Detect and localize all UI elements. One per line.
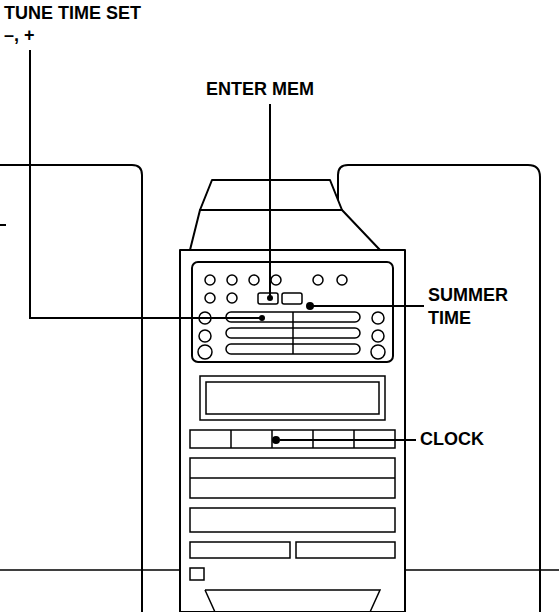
button-label: SUMMER TIME — [428, 284, 546, 331]
knob — [199, 330, 211, 342]
speaker-edge — [0, 224, 6, 226]
cd-tray — [190, 508, 395, 532]
button-label: –, + — [4, 24, 64, 47]
knob — [371, 345, 385, 359]
leader-dot — [259, 315, 265, 321]
unit-top — [190, 210, 380, 250]
button — [205, 275, 215, 285]
lower-panel — [190, 542, 290, 558]
tune-button — [282, 293, 302, 304]
button-label: ENTER MEM — [206, 78, 366, 101]
button-divider — [230, 430, 232, 448]
button-label: CLOCK — [420, 428, 530, 451]
slider-divider — [292, 312, 294, 354]
cassette-deck — [190, 458, 395, 498]
display — [200, 376, 385, 420]
knob — [372, 330, 384, 342]
control-panel — [192, 262, 393, 362]
button — [337, 275, 347, 285]
display-window — [206, 382, 379, 414]
leader-line — [312, 305, 424, 307]
leader-dot — [272, 436, 280, 444]
button — [271, 275, 281, 285]
leader-dot — [306, 302, 314, 310]
knob — [372, 312, 384, 324]
deck-line — [190, 477, 395, 479]
knob — [198, 345, 212, 359]
lower-panel — [296, 542, 395, 558]
unit-base — [205, 590, 380, 612]
unit-body — [180, 250, 405, 612]
leader-dot — [267, 295, 273, 301]
button — [227, 293, 237, 303]
button — [205, 293, 215, 303]
button — [313, 275, 323, 285]
left-speaker — [0, 165, 142, 612]
button — [249, 275, 259, 285]
leader-line — [280, 439, 416, 441]
button — [227, 275, 237, 285]
power-button — [190, 568, 204, 580]
button-label: TUNE TIME SET — [4, 2, 204, 25]
leader-line — [269, 104, 271, 296]
tune-button — [258, 293, 278, 304]
